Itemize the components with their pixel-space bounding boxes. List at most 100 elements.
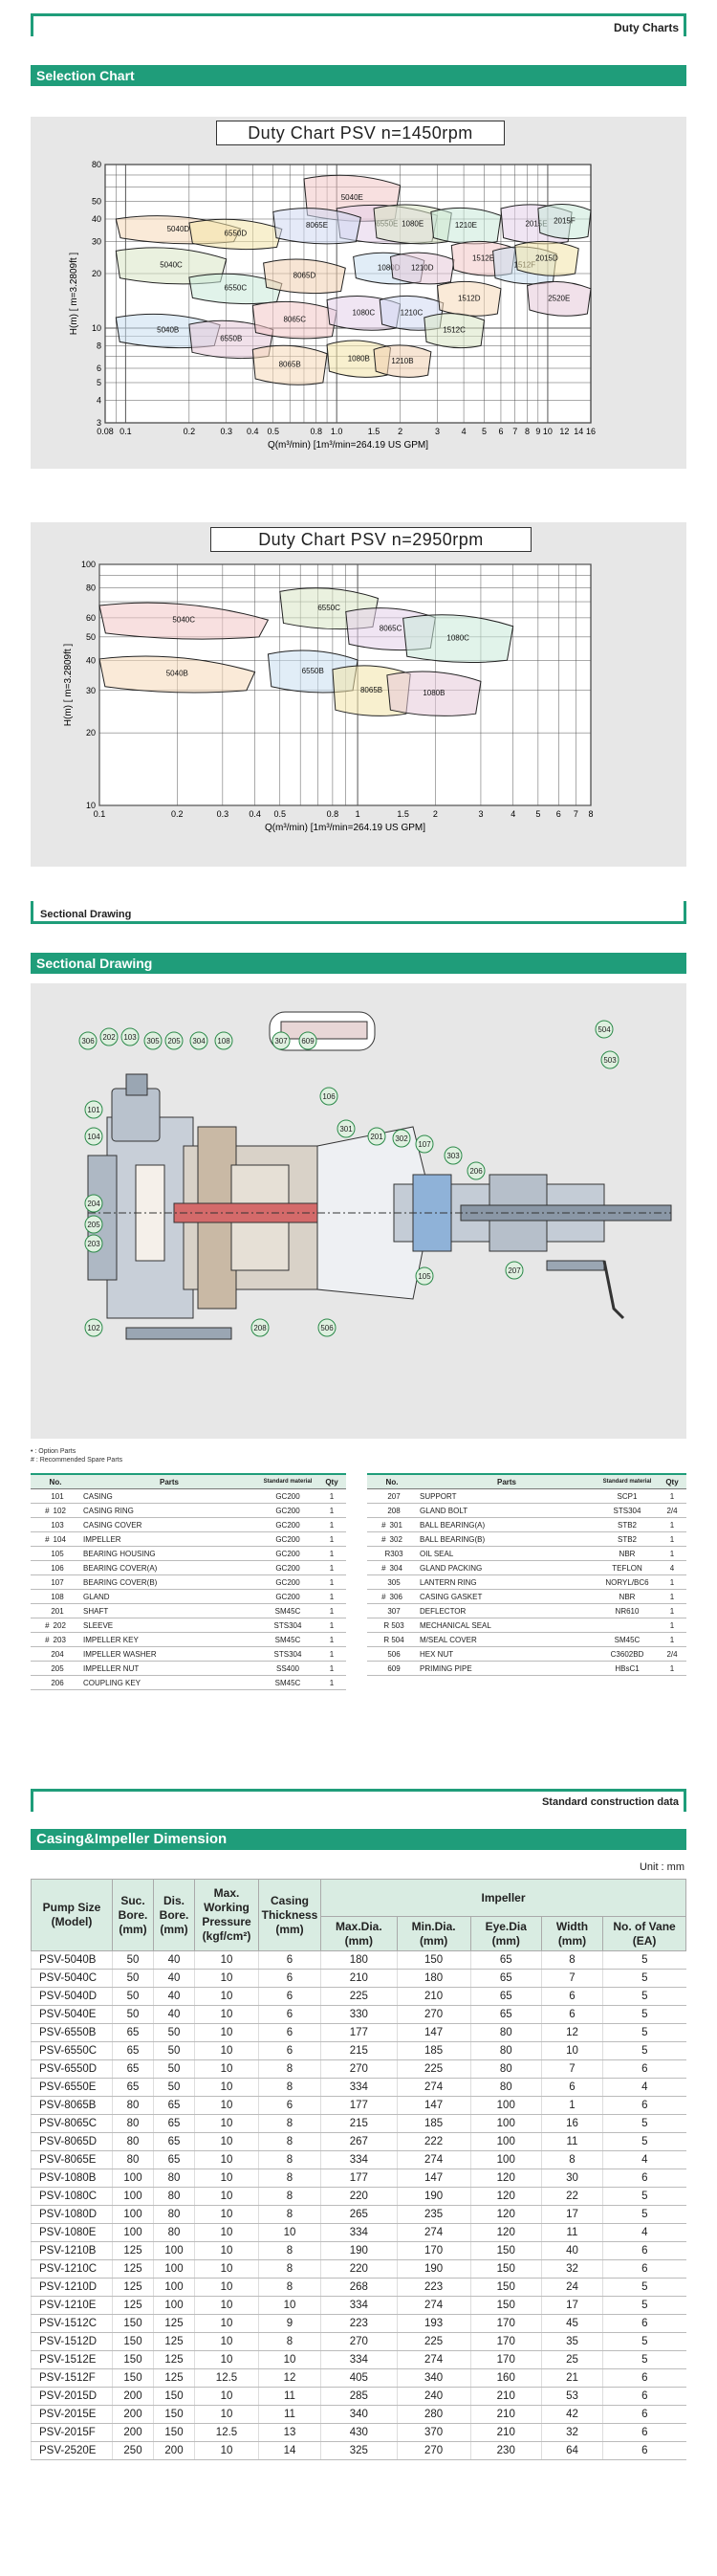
part-name: IMPELLER KEY bbox=[80, 1632, 258, 1647]
duty-zone: 1210E bbox=[430, 207, 502, 245]
part-name: IMPELLER NUT bbox=[80, 1661, 258, 1676]
dimension-cell: 5 bbox=[602, 2132, 686, 2151]
zone-label: 1080C bbox=[446, 633, 469, 642]
part-name: BEARING COVER(A) bbox=[80, 1560, 258, 1575]
dimension-cell: 222 bbox=[396, 2132, 471, 2151]
dimension-cell: 5 bbox=[602, 2005, 686, 2024]
duty-charts-header-bar bbox=[31, 13, 686, 36]
dimension-cell: 8 bbox=[258, 2187, 321, 2206]
pump-model: PSV-8065D bbox=[31, 2132, 113, 2151]
y-tick-label: 60 bbox=[86, 613, 96, 623]
callout-label: 307 bbox=[274, 1037, 288, 1046]
part-qty: 1 bbox=[658, 1632, 686, 1647]
part-no: 204 bbox=[51, 1649, 64, 1659]
dimension-cell: 225 bbox=[396, 2332, 471, 2351]
dimension-cell: 5 bbox=[602, 1969, 686, 1988]
callout-label: 106 bbox=[322, 1092, 336, 1101]
part-name: BALL BEARING(A) bbox=[417, 1517, 597, 1532]
y-tick-label: 40 bbox=[86, 655, 96, 665]
dimension-cell: 10 bbox=[194, 1950, 259, 1970]
part-callout: 103 bbox=[120, 1027, 140, 1046]
duty-zone: 1512C bbox=[424, 313, 486, 349]
x-tick-label: 0.4 bbox=[249, 809, 261, 819]
dimension-cell: 10 bbox=[194, 2150, 259, 2169]
part-qty: 1 bbox=[317, 1603, 346, 1618]
zone-label: 8065C bbox=[380, 624, 402, 632]
dimension-table: Pump Size (Model) Suc. Bore. (mm) Dis. B… bbox=[31, 1879, 686, 2460]
y-tick-label: 40 bbox=[92, 214, 101, 224]
x-tick-label: 0.2 bbox=[171, 809, 184, 819]
part-no: 203 bbox=[53, 1635, 66, 1644]
callout-label: 102 bbox=[87, 1324, 100, 1332]
part-callout: 203 bbox=[84, 1234, 103, 1253]
y-tick-label: 20 bbox=[92, 269, 101, 278]
x-tick-label: 5 bbox=[535, 809, 540, 819]
part-callout: 609 bbox=[298, 1031, 317, 1050]
dimension-cell: 10 bbox=[194, 2059, 259, 2079]
pump-model: PSV-2015E bbox=[31, 2405, 113, 2424]
part-name: HEX NUT bbox=[417, 1646, 597, 1662]
x-tick-label: 7 bbox=[574, 809, 578, 819]
callout-label: 504 bbox=[598, 1025, 611, 1034]
part-callout: 205 bbox=[84, 1215, 103, 1234]
dimension-cell: 65 bbox=[112, 2078, 154, 2097]
dimension-cell: 190 bbox=[396, 2187, 471, 2206]
part-material: SM45C bbox=[258, 1603, 317, 1618]
sectional-header-title: Sectional Drawing bbox=[40, 909, 132, 920]
dimension-cell: 6 bbox=[540, 2078, 603, 2097]
option-parts-note: • : Option Parts bbox=[31, 1448, 76, 1455]
part-name: DEFLECTOR bbox=[417, 1603, 597, 1618]
part-material: NBR bbox=[597, 1589, 658, 1604]
dimension-cell: 170 bbox=[469, 2314, 542, 2333]
dimension-cell: 5 bbox=[602, 2114, 686, 2133]
part-no: 208 bbox=[387, 1506, 401, 1515]
part-name: MECHANICAL SEAL bbox=[417, 1618, 597, 1633]
zone-label: 6550B bbox=[220, 335, 242, 343]
dimension-cell: 150 bbox=[112, 2350, 154, 2369]
spare-mark: # bbox=[45, 1506, 50, 1515]
dimension-cell: 7 bbox=[540, 2059, 603, 2079]
y-tick-label: 30 bbox=[86, 686, 96, 695]
pump-model: PSV-1512C bbox=[31, 2314, 113, 2333]
dimension-cell: 150 bbox=[469, 2259, 542, 2279]
duty-zone: 2520E bbox=[527, 280, 592, 317]
part-material: SCP1 bbox=[597, 1488, 658, 1504]
dimension-cell: 40 bbox=[153, 1950, 195, 1970]
dimension-cell: 10 bbox=[194, 2278, 259, 2297]
dimension-cell: 80 bbox=[112, 2150, 154, 2169]
zone-label: 5040C bbox=[172, 615, 195, 624]
dimension-cell: 10 bbox=[194, 2405, 259, 2424]
duty-zone: 1512D bbox=[436, 280, 502, 317]
x-tick-label: 0.5 bbox=[267, 427, 279, 436]
part-no: 305 bbox=[387, 1577, 401, 1587]
pump-model: PSV-8065B bbox=[31, 2096, 113, 2115]
part-callout: 106 bbox=[319, 1087, 338, 1106]
part-qty: 1 bbox=[317, 1574, 346, 1590]
duty-chart-1450: 5040E5040D5040C5040B6550E6550D6550C6550B… bbox=[69, 160, 596, 451]
dimension-cell: 6 bbox=[602, 2405, 686, 2424]
part-qty: 1 bbox=[317, 1488, 346, 1504]
callout-label: 302 bbox=[395, 1134, 408, 1143]
zone-label: 1210D bbox=[411, 264, 434, 273]
part-no: 104 bbox=[53, 1534, 66, 1544]
dimension-cell: 100 bbox=[153, 2278, 195, 2297]
x-tick-label: 1.0 bbox=[331, 427, 343, 436]
duty-zone: 2015F bbox=[537, 203, 592, 240]
part-qty: 1 bbox=[317, 1531, 346, 1547]
dimension-cell: 6 bbox=[258, 1987, 321, 2006]
x-tick-label: 0.4 bbox=[247, 427, 259, 436]
dimension-cell: 80 bbox=[469, 2078, 542, 2097]
dimension-cell: 80 bbox=[112, 2114, 154, 2133]
dimension-cell: 6 bbox=[258, 1969, 321, 1988]
x-axis-label: Q(m³/min) [1m³/min=264.19 US GPM] bbox=[268, 440, 428, 451]
dimension-cell: 12 bbox=[258, 2368, 321, 2388]
dimension-cell: 10 bbox=[194, 2387, 259, 2406]
